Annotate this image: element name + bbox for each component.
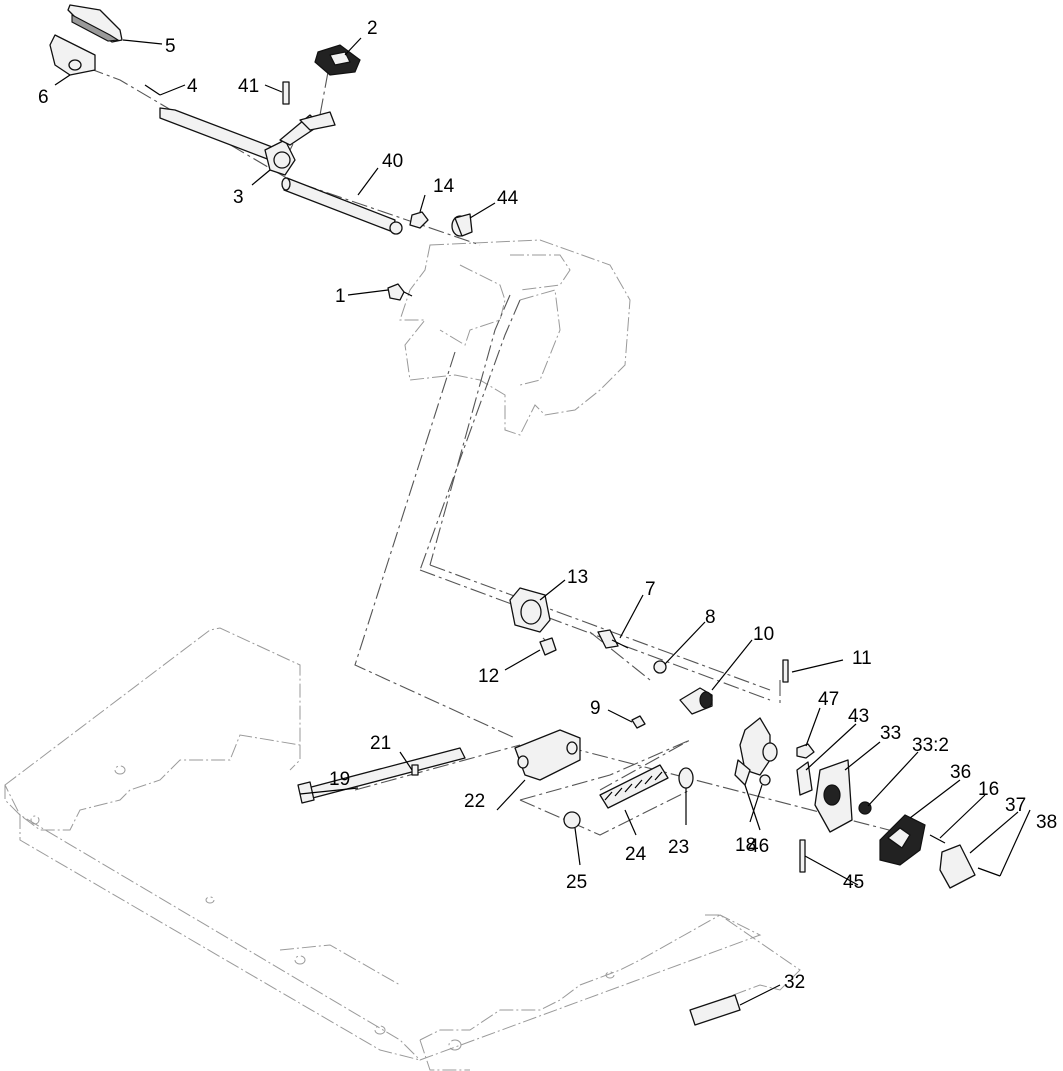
callout-33-2: 33:2 (912, 735, 949, 756)
part-25-washer (563, 811, 581, 829)
part-10-bushing (679, 687, 713, 715)
callout-47: 47 (818, 689, 839, 710)
callout-labels: 5 6 4 2 41 3 40 14 44 1 13 12 7 8 10 11 … (38, 18, 1057, 993)
part-40-shaft (281, 177, 403, 235)
part-44-bushing (451, 213, 473, 237)
part-8-washer (653, 660, 667, 674)
part-6-pedal-arm (49, 34, 96, 76)
callout-3: 3 (233, 187, 244, 208)
callout-46: 46 (748, 836, 769, 857)
callout-44: 44 (497, 188, 519, 209)
callout-18: 18 (735, 835, 756, 856)
part-3-pedal-shaft (159, 107, 336, 176)
callout-25: 25 (566, 872, 587, 893)
callout-37: 37 (1005, 795, 1026, 816)
part-38-screw (977, 867, 1001, 877)
callout-16: 16 (978, 779, 999, 800)
callout-45: 45 (843, 872, 864, 893)
callout-38: 38 (1036, 812, 1057, 833)
part-32-decal (689, 994, 741, 1026)
part-11-pin (782, 659, 789, 683)
callout-40: 40 (382, 151, 403, 172)
part-18-lever (734, 717, 778, 786)
callout-21: 21 (370, 733, 391, 754)
part-47-nut (796, 743, 815, 759)
part-21-pin (411, 764, 419, 776)
part-5-pedal-pad (67, 4, 123, 43)
part-14-nut (409, 211, 429, 229)
callout-41: 41 (238, 76, 259, 97)
part-2-brake-pedal-pad (314, 44, 361, 76)
part-41-roll-pin (282, 81, 290, 105)
callout-7: 7 (645, 579, 656, 600)
callout-23: 23 (668, 837, 689, 858)
leader-lines (54, 37, 1031, 1006)
callout-4: 4 (187, 76, 198, 97)
callout-8: 8 (705, 607, 716, 628)
callout-43: 43 (848, 706, 869, 727)
callout-5: 5 (165, 36, 176, 57)
part-4-pin (144, 84, 161, 96)
frame-phantom (4, 627, 801, 1071)
part-13-pivot-bracket (509, 587, 551, 633)
part-16-pin (929, 834, 946, 844)
callout-22: 22 (464, 791, 485, 812)
callout-1: 1 (335, 286, 346, 307)
part-45-rod (799, 839, 806, 873)
part-7-bolt (597, 629, 629, 649)
part-22-bracket (514, 729, 581, 781)
callout-13: 13 (567, 567, 588, 588)
part-36-switch (879, 814, 926, 866)
callout-19: 19 (329, 769, 350, 790)
part-37-cover (939, 844, 976, 889)
callout-11: 11 (852, 648, 872, 669)
part-43-spacer (796, 761, 813, 796)
part-12-bolt (539, 637, 557, 656)
callout-12: 12 (478, 666, 499, 687)
callout-33: 33 (880, 723, 901, 744)
callout-6: 6 (38, 87, 49, 108)
callout-24: 24 (625, 844, 647, 865)
callout-10: 10 (753, 624, 774, 645)
part-46-bolt (759, 774, 771, 786)
part-9-nut (631, 715, 646, 729)
callout-36: 36 (950, 762, 971, 783)
callout-9: 9 (590, 698, 601, 719)
callout-32: 32 (784, 972, 805, 993)
part-24-spring (599, 764, 669, 809)
linkage-phantom-lines (87, 67, 921, 839)
part-19-clevis-pin (297, 747, 466, 804)
part-33-2-nut (858, 801, 872, 815)
callout-14: 14 (433, 176, 455, 197)
part-33-sensor-plate (814, 759, 853, 833)
callout-2: 2 (367, 18, 378, 39)
part-23-bushing (678, 767, 694, 789)
part-1-bolt (387, 283, 413, 301)
pedal-bracket-phantom (399, 239, 771, 701)
